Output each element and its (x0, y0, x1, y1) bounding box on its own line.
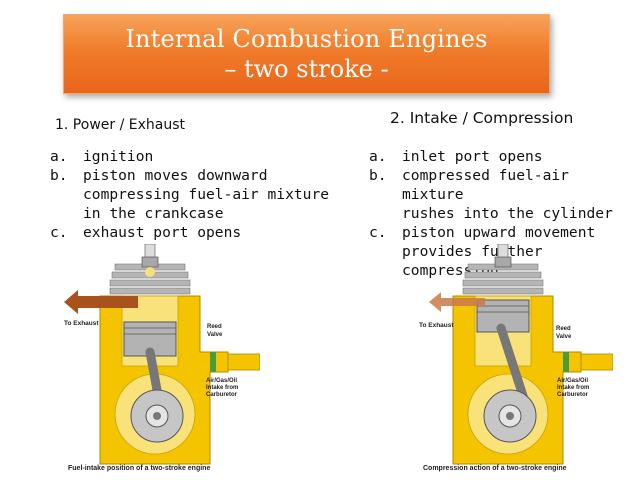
intake-label-line-2: Intake from (557, 385, 589, 391)
engine-illustration: To Exhaust Reed Valve Air/Gas/Oil Intake… (64, 243, 261, 472)
diagram-caption: Compression action of a two-stroke engin… (423, 465, 567, 472)
intake-label-line-1: Air/Gas/Oil (206, 378, 237, 384)
exhaust-arrow (64, 290, 138, 314)
intake-label-line-1: Air/Gas/Oil (557, 378, 588, 384)
list-marker: b. (369, 167, 387, 184)
title-line-2: – two stroke - (224, 55, 389, 83)
power-exhaust-engine-diagram: To Exhaust Reed Valve Air/Gas/Oil Intake… (60, 243, 261, 476)
list-item: b. piston moves downward compressing fue… (50, 166, 350, 223)
list-item: c. exhaust port opens (50, 223, 350, 242)
intake-pipe (580, 353, 614, 371)
spark-plug (141, 243, 159, 277)
list-line: inlet port opens (402, 148, 543, 165)
connecting-rod (496, 323, 530, 407)
reed-valve (210, 352, 216, 372)
list-item: a. ignition (50, 147, 350, 166)
reed-label-line-1: Reed (556, 326, 571, 332)
list-marker: b. (50, 167, 68, 184)
list-line: piston moves downward (83, 167, 268, 184)
intake-compression-heading: 2. Intake / Compression (390, 109, 574, 127)
list-marker: c. (50, 224, 68, 241)
list-line: rushes into the cylinder (402, 205, 613, 222)
intake-label-line-3: Carburetor (206, 392, 238, 398)
list-line: ignition (83, 148, 154, 165)
intake-pipe (227, 353, 261, 371)
spark-plug (494, 243, 512, 268)
diagram-caption: Fuel-intake position of a two-stroke eng… (68, 465, 210, 472)
list-line: piston upward movement (402, 224, 596, 241)
cooling-fins (462, 263, 544, 295)
title-line-1: Internal Combustion Engines (125, 25, 488, 53)
reed-valve (563, 352, 569, 372)
list-marker: a. (50, 148, 68, 165)
list-line: compressing fuel-air mixture (83, 186, 330, 203)
list-marker: a. (369, 148, 387, 165)
list-line: compressed fuel-air mixture (402, 167, 569, 203)
reed-label-line-2: Valve (556, 334, 572, 340)
intake-label-line-3: Carburetor (557, 392, 589, 398)
exhaust-label: To Exhaust (419, 322, 454, 329)
intake-label-line-2: Intake from (206, 385, 238, 391)
list-line: exhaust port opens (83, 224, 242, 241)
list-line: in the crankcase (83, 205, 224, 222)
reed-label-line-2: Valve (207, 332, 223, 338)
exhaust-arrow (429, 292, 485, 312)
intake-compression-engine-diagram: To Exhaust Reed Valve Air/Gas/Oil Intake… (413, 243, 614, 476)
exhaust-label: To Exhaust (64, 320, 99, 327)
list-item: b. compressed fuel-air mixture rushes in… (369, 166, 637, 223)
power-exhaust-list: a. ignition b. piston moves downward com… (50, 147, 350, 242)
power-exhaust-heading: 1. Power / Exhaust (55, 117, 185, 133)
engine-illustration: To Exhaust Reed Valve Air/Gas/Oil Intake… (419, 243, 614, 472)
title-banner: Internal Combustion Engines – two stroke… (63, 14, 550, 94)
reed-label-line-1: Reed (207, 324, 222, 330)
list-marker: c. (369, 224, 387, 241)
list-item: a. inlet port opens (369, 147, 637, 166)
